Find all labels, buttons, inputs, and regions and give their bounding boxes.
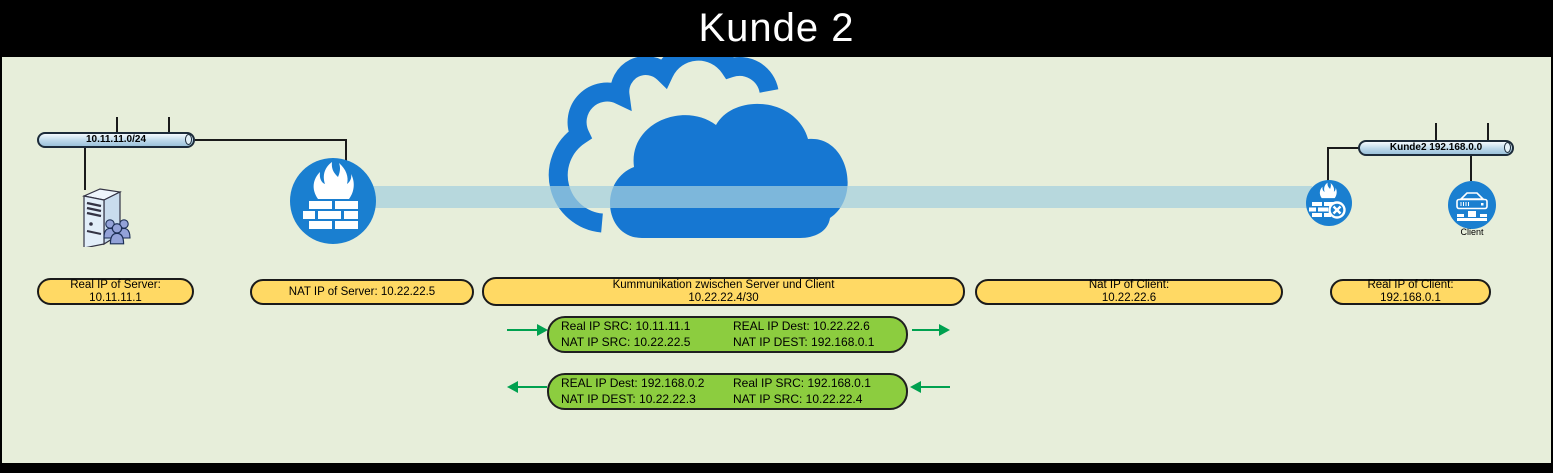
flow-line: Real IP SRC: 192.168.0.1 [733, 376, 871, 390]
connector-firewall-h [195, 139, 347, 141]
flow1-arrow-left [507, 329, 538, 331]
connector-server [84, 148, 86, 190]
network-segment-left: 10.11.11.0/24 [37, 132, 195, 148]
connector-natfw-v [1327, 147, 1329, 181]
segment-end-cap [1504, 142, 1511, 153]
connector-firewall-v [345, 139, 347, 161]
segment-end-cap [185, 134, 192, 145]
flow-line: NAT IP DEST: 10.22.22.3 [561, 391, 696, 406]
label-line: 10.22.22.4/30 [688, 291, 759, 304]
flow-box-client-to-server: REAL IP Dest: 192.168.0.2 NAT IP DEST: 1… [547, 373, 908, 410]
label-kommunikation: Kummunikation zwischen Server und Client… [482, 277, 965, 306]
flow-line: Real IP SRC: 10.11.11.1 [561, 319, 691, 333]
flow-line: NAT IP SRC: 10.22.22.4 [733, 391, 863, 406]
connector-client [1470, 156, 1472, 181]
flow-line: REAL IP Dest: 192.168.0.2 [561, 376, 705, 390]
firewall-icon [290, 158, 376, 244]
network-tick [168, 117, 170, 133]
page-title: Kunde 2 [698, 6, 855, 50]
flow1-arrow-right [912, 329, 940, 331]
link-band [357, 186, 1312, 208]
flow2-arrow-right [920, 386, 950, 388]
label-line: Nat IP of Client: [1088, 279, 1170, 291]
label-nat-ip-server: NAT IP of Server: 10.22.22.5 [250, 279, 474, 305]
label-nat-ip-client: Nat IP of Client: 10.22.22.6 [975, 279, 1283, 305]
firewall-nat-icon [1306, 180, 1352, 226]
label-line: 192.168.0.1 [1380, 292, 1441, 304]
label-line: Kummunikation zwischen Server und Client [612, 278, 835, 291]
label-line: NAT IP of Server: 10.22.22.5 [288, 285, 436, 298]
flow-line: REAL IP Dest: 10.22.22.6 [733, 319, 870, 333]
label-real-ip-client: Real IP of Client: 192.168.0.1 [1330, 279, 1491, 305]
network-segment-right-label: Kunde2 192.168.0.0 [1389, 142, 1483, 153]
flow1-arrowhead-right [939, 324, 950, 336]
flow1-arrowhead-left [537, 324, 548, 336]
flow2-arrow-left [517, 386, 547, 388]
flow2-arrowhead-right [910, 381, 921, 393]
network-tick [116, 117, 118, 133]
flow-box-server-to-client: Real IP SRC: 10.11.11.1 NAT IP SRC: 10.2… [547, 316, 908, 353]
network-tick [1435, 123, 1437, 141]
network-segment-right: Kunde2 192.168.0.0 [1358, 140, 1514, 156]
label-line: 10.11.11.1 [89, 291, 142, 304]
title-bar: Kunde 2 [2, 0, 1551, 57]
label-line: Real IP of Client: [1367, 279, 1454, 291]
client-device-icon [1448, 181, 1496, 229]
cloud-icon [548, 55, 848, 238]
server-with-users-icon [82, 188, 131, 247]
flow2-arrowhead-left [507, 381, 518, 393]
network-tick [1487, 123, 1489, 141]
flow-line: NAT IP DEST: 192.168.0.1 [733, 334, 875, 349]
flow-line: NAT IP SRC: 10.22.22.5 [561, 334, 691, 349]
network-segment-left-label: 10.11.11.0/24 [85, 134, 147, 145]
label-real-ip-server: Real IP of Server: 10.11.11.1 [37, 278, 194, 305]
label-line: Real IP of Server: [70, 278, 161, 291]
connector-natfw-h [1327, 147, 1360, 149]
bottom-bar [2, 463, 1551, 473]
label-line: 10.22.22.6 [1101, 292, 1157, 304]
client-caption: Client [1460, 227, 1484, 237]
